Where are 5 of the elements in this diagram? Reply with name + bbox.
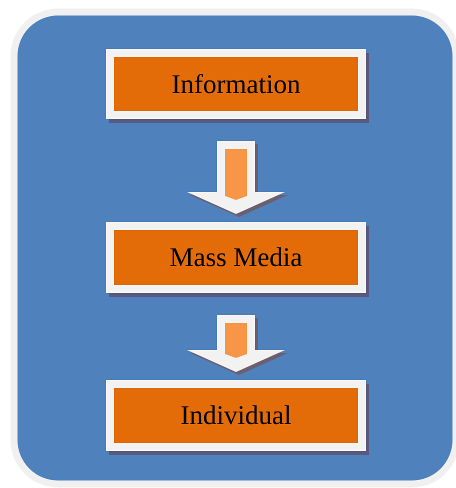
- box-label: Mass Media: [170, 242, 302, 273]
- block-arrow: [187, 141, 288, 217]
- box-label: Individual: [180, 400, 292, 431]
- block-arrow: [187, 315, 288, 375]
- box-label: Information: [172, 68, 300, 100]
